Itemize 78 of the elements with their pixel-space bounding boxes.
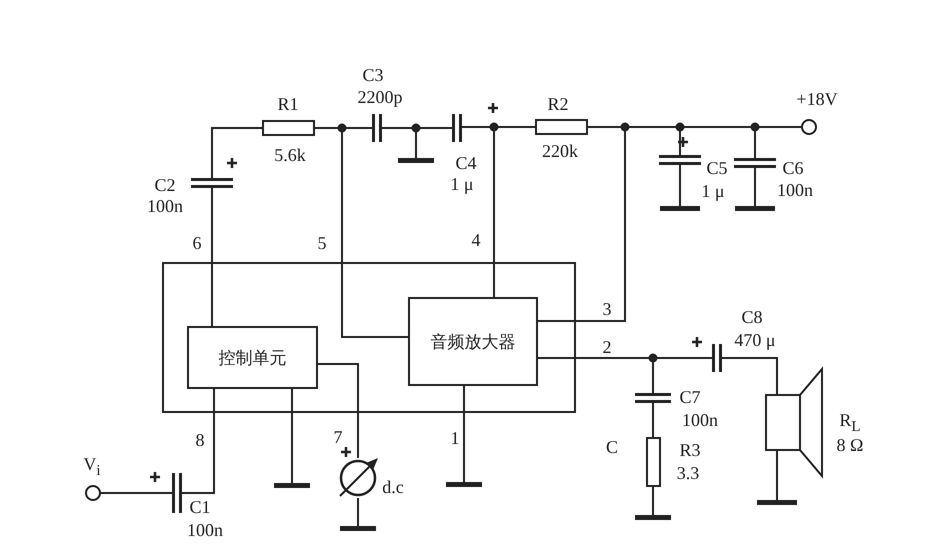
component-label: R3 bbox=[680, 441, 700, 459]
component-label: 220k bbox=[542, 142, 578, 160]
wire bbox=[357, 498, 359, 526]
component-label: 5.6k bbox=[274, 146, 306, 164]
wire bbox=[211, 127, 262, 178]
wire bbox=[652, 487, 654, 515]
component-label: 100n bbox=[187, 521, 223, 539]
block-label: 音频放大器 bbox=[430, 331, 516, 353]
control-unit-block bbox=[187, 326, 318, 389]
resistor-symbol bbox=[646, 437, 661, 487]
capacitor-symbol bbox=[191, 178, 233, 188]
component-label: 100n bbox=[682, 411, 718, 429]
component-label: R$_{L}$ bbox=[839, 411, 861, 435]
capacitor-symbol bbox=[372, 114, 382, 142]
wire bbox=[318, 363, 359, 458]
component-label: R2 bbox=[548, 95, 568, 113]
pin-number: 2 bbox=[602, 338, 612, 356]
component-label: d.c bbox=[382, 478, 404, 496]
block-label: 控制单元 bbox=[218, 347, 286, 369]
component-label: 2200p bbox=[358, 88, 402, 106]
capacitor-symbol bbox=[172, 473, 182, 513]
component-label: V$_{i}$ bbox=[83, 455, 101, 479]
ground-symbol bbox=[757, 500, 797, 505]
component-label: C8 bbox=[742, 308, 762, 326]
pin-number: 3 bbox=[602, 300, 612, 318]
wire bbox=[463, 386, 465, 482]
terminal-symbol bbox=[801, 119, 817, 135]
chip-label: C bbox=[606, 438, 618, 456]
component-label: 3.3 bbox=[676, 464, 700, 482]
wire bbox=[291, 389, 293, 483]
ground-symbol bbox=[660, 206, 700, 211]
component-label: 470 μ bbox=[734, 331, 776, 349]
capacitor-symbol bbox=[734, 158, 776, 168]
capacitor-symbol bbox=[659, 155, 701, 165]
resistor-symbol bbox=[262, 120, 315, 136]
resistor-symbol bbox=[535, 119, 588, 135]
component-label: C5 bbox=[706, 159, 728, 177]
component-label: R1 bbox=[278, 95, 298, 113]
component-label: 1 μ bbox=[450, 175, 474, 193]
capacitor-symbol bbox=[452, 114, 462, 142]
component-label: 1 μ bbox=[701, 182, 725, 200]
ground-symbol bbox=[735, 206, 775, 211]
wire bbox=[101, 492, 172, 494]
wire bbox=[211, 188, 213, 326]
component-label: C1 bbox=[190, 498, 210, 516]
component-label: C3 bbox=[362, 66, 384, 84]
wire bbox=[776, 450, 778, 500]
amplifier-block bbox=[408, 297, 538, 386]
ground-symbol bbox=[340, 526, 376, 531]
component-label: 8 Ω bbox=[836, 436, 864, 454]
wire bbox=[754, 168, 756, 206]
wire bbox=[182, 389, 215, 494]
ground-symbol bbox=[398, 158, 434, 163]
component-label: C6 bbox=[782, 159, 804, 177]
pin-number: 8 bbox=[196, 431, 204, 449]
capacitor-symbol bbox=[712, 344, 722, 372]
ground-symbol bbox=[635, 515, 671, 520]
capacitor-symbol bbox=[635, 393, 671, 403]
ground-symbol bbox=[446, 482, 482, 487]
pin-number: 1 bbox=[450, 429, 460, 447]
component-label: 100n bbox=[777, 181, 813, 199]
wire bbox=[652, 403, 654, 437]
speaker-symbol bbox=[765, 368, 823, 477]
wire bbox=[722, 357, 778, 395]
component-label: +18V bbox=[796, 90, 838, 108]
pin-number: 4 bbox=[472, 231, 480, 249]
ground-symbol bbox=[274, 483, 310, 488]
pin-number: 7 bbox=[334, 428, 342, 446]
component-label: C4 bbox=[456, 154, 476, 172]
chip-outline bbox=[162, 262, 576, 413]
meter-symbol bbox=[338, 458, 378, 498]
pin-number: 6 bbox=[192, 234, 202, 252]
terminal-symbol bbox=[85, 485, 101, 501]
pin-number: 5 bbox=[318, 234, 326, 252]
wire bbox=[679, 165, 681, 206]
component-label: C2 bbox=[154, 176, 176, 194]
component-label: C7 bbox=[680, 388, 700, 406]
component-label: 100n bbox=[147, 197, 183, 215]
